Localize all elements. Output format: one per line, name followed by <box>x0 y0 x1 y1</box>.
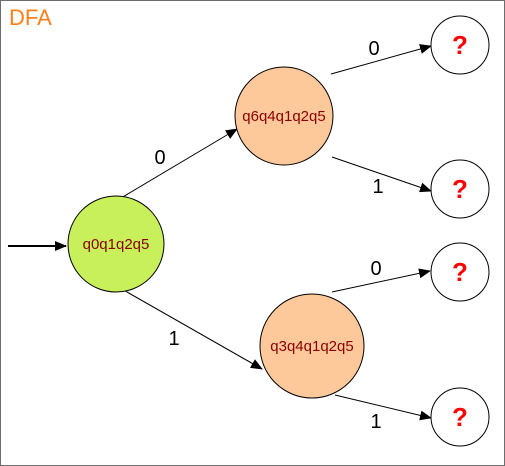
state-unknown-2-circle <box>430 159 490 219</box>
state-lower: q3q4q1q2q5 <box>259 293 365 399</box>
edge-label-start-to-lower: 1 <box>168 328 179 350</box>
state-unknown-1-label: ? <box>452 30 468 60</box>
edge-label-upper-to-second: 1 <box>372 176 383 198</box>
state-unknown-3-circle <box>430 242 490 302</box>
state-unknown-3-label: ? <box>452 257 468 287</box>
edge-label-start-to-upper: 0 <box>154 147 165 169</box>
edge-label-lower-to-third: 0 <box>370 258 381 280</box>
edge-start-to-upper <box>115 128 238 202</box>
state-start: q0q1q2q5 <box>67 195 165 293</box>
state-unknown-3: ? <box>430 242 490 302</box>
edge-lower-to-bottom <box>334 394 432 421</box>
state-unknown-2-label: ? <box>452 174 468 204</box>
state-unknown-2: ? <box>430 159 490 219</box>
state-unknown-1: ? <box>430 15 490 75</box>
edge-start-to-lower <box>119 287 263 370</box>
state-lower-label: q3q4q1q2q5 <box>270 338 353 355</box>
state-unknown-4-circle <box>430 387 490 447</box>
state-unknown-4: ? <box>430 387 490 447</box>
edge-upper-to-second <box>331 156 432 193</box>
diagram-title: DFA <box>9 5 52 30</box>
state-upper: q6q4q1q2q5 <box>234 66 334 166</box>
state-upper-circle <box>234 66 334 166</box>
state-unknown-4-label: ? <box>452 402 468 432</box>
edge-upper-to-top <box>330 44 432 75</box>
state-upper-label: q6q4q1q2q5 <box>242 108 325 125</box>
edge-label-lower-to-bottom: 1 <box>370 411 381 433</box>
state-start-circle <box>67 195 165 293</box>
state-lower-circle <box>259 293 365 399</box>
edge-label-upper-to-top: 0 <box>368 38 379 60</box>
state-unknown-1-circle <box>430 15 490 75</box>
state-start-label: q0q1q2q5 <box>83 236 150 253</box>
edge-lower-to-third <box>331 268 431 293</box>
